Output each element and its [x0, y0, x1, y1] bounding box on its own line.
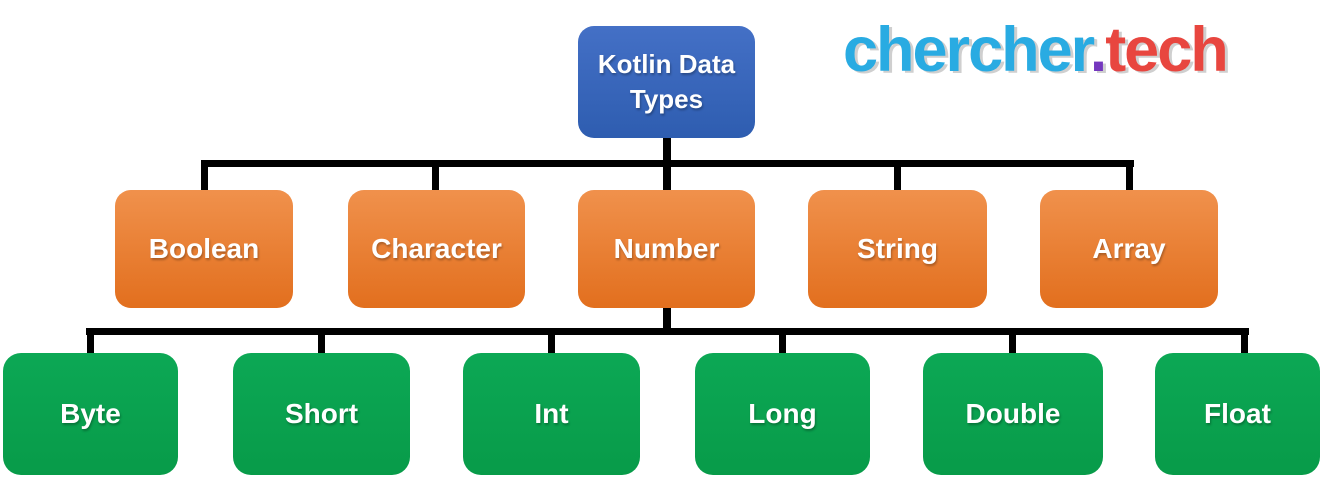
connector-stub-string [894, 160, 901, 191]
node-double: Double [923, 353, 1103, 475]
connector-stub-int [548, 328, 555, 355]
logo-text-chercher: chercher [843, 15, 1092, 85]
connector-branches-horizontal [201, 160, 1134, 167]
connector-stub-boolean [201, 160, 208, 191]
node-string: String [808, 190, 987, 308]
node-byte: Byte [3, 353, 178, 475]
node-number: Number [578, 190, 755, 308]
connector-stub-array [1126, 160, 1133, 191]
node-long: Long [695, 353, 870, 475]
connector-stub-short [318, 328, 325, 355]
node-short: Short [233, 353, 410, 475]
node-int: Int [463, 353, 640, 475]
logo-text-tech: tech [1105, 15, 1229, 85]
node-character: Character [348, 190, 525, 308]
logo-dot: . [1089, 15, 1107, 85]
connector-stub-float [1241, 328, 1248, 355]
connector-stub-character [432, 160, 439, 191]
node-boolean: Boolean [115, 190, 293, 308]
connector-stub-long [779, 328, 786, 355]
connector-stub-double [1009, 328, 1016, 355]
node-float: Float [1155, 353, 1320, 475]
connector-leaves-horizontal [86, 328, 1249, 335]
node-kotlin-data-types: Kotlin Data Types [578, 26, 755, 138]
node-array: Array [1040, 190, 1218, 308]
connector-number-trunk [663, 303, 671, 335]
brand-logo: chercher.tech [843, 14, 1229, 86]
connector-stub-byte [87, 328, 94, 355]
